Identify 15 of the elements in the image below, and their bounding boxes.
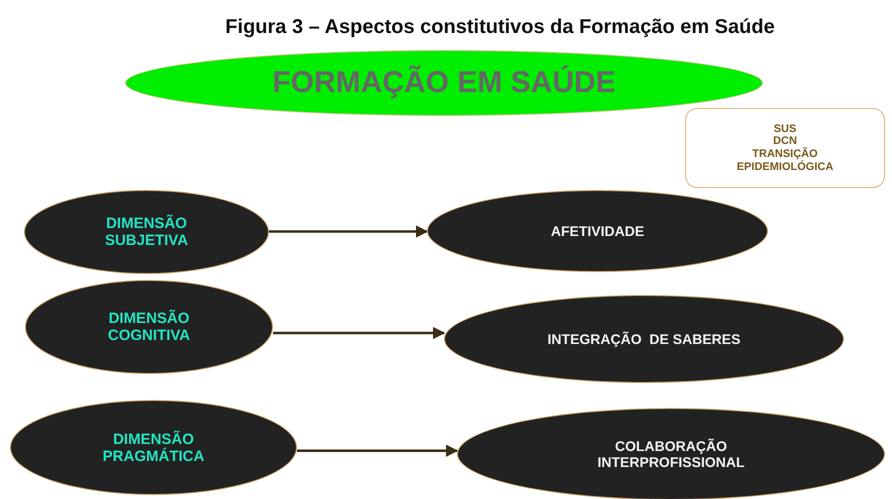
note-box [685, 108, 885, 188]
node-label: TRANSIÇÃO EPIDEMIOLÓGICA [736, 148, 834, 174]
node-label: SUS [774, 122, 796, 136]
node-label: AFETIVIDADE [550, 223, 644, 239]
node-label: DIMENSÃO COGNITIVA [106, 310, 192, 344]
arrow [297, 444, 458, 457]
node-label: COLABORAÇÃO INTERPROFISSIONAL [596, 438, 746, 470]
node-label: DCN [773, 135, 797, 148]
node-label: FORMAÇÃO EM SAÚDE [272, 66, 616, 100]
arrow [269, 225, 428, 238]
figure-title: Figura 3 – Aspectos constitutivos da Formação em Saúde [224, 16, 776, 39]
node-label: INTEGRAÇÃO DE SABERES [548, 331, 740, 347]
node-label: DIMENSÃO SUBJETIVA [104, 215, 190, 249]
node-label: DIMENSÃO PRAGMÁTICA [102, 430, 206, 464]
arrow [273, 326, 446, 340]
